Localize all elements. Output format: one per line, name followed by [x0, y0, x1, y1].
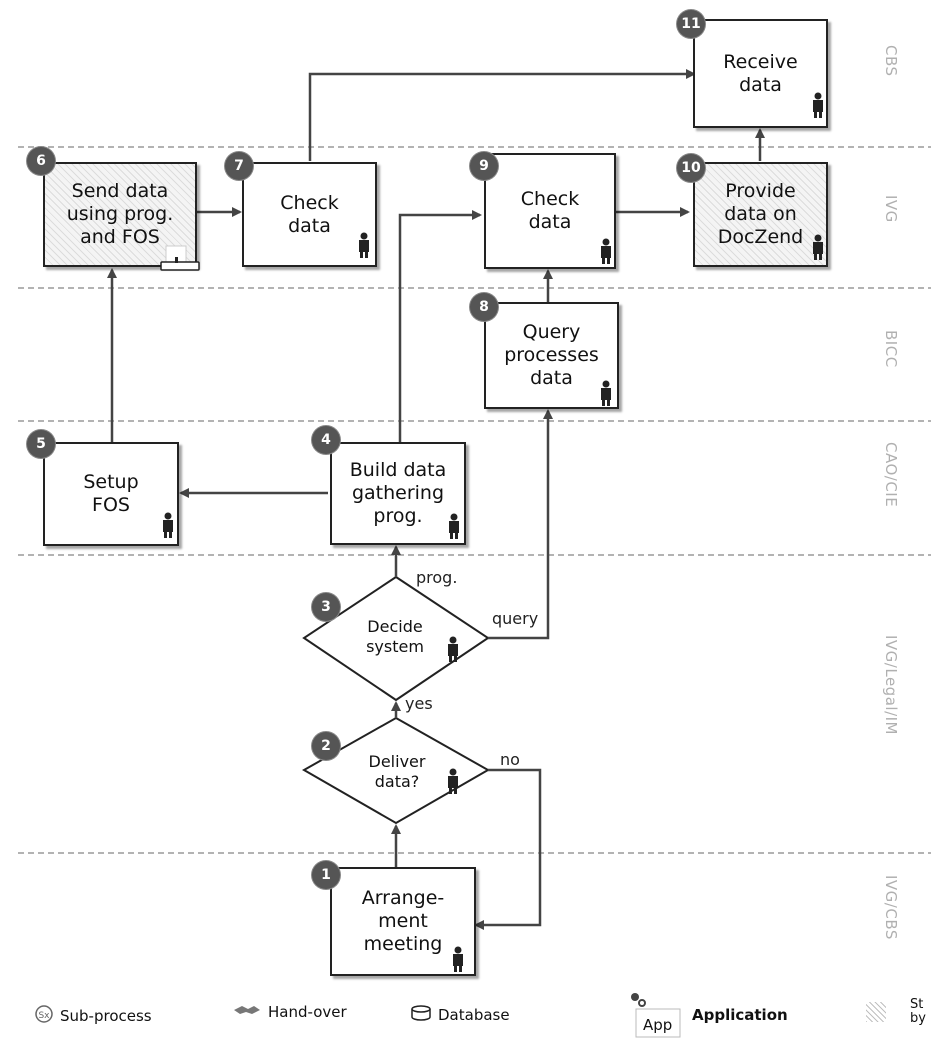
person-icon [600, 380, 612, 406]
node-label: Provide data on DocZend [717, 180, 804, 248]
subprocess-icon: Sx [34, 1004, 54, 1028]
edge-label-query: query [492, 609, 539, 628]
person-icon [448, 513, 460, 539]
node-label: Build data gathering prog. [349, 459, 447, 527]
node-receive-data: Receive data [693, 19, 828, 128]
legend-label: Database [438, 1006, 510, 1024]
node-query-processes-data: Query processes data [484, 302, 619, 409]
step-badge: 7 [225, 152, 253, 180]
node-build-data-gathering: Build data gathering prog. [330, 442, 466, 545]
application-device-icon [160, 244, 200, 272]
step-badge: 6 [27, 147, 55, 175]
step-badge: 4 [312, 426, 340, 454]
legend-label: Hand-over [268, 1003, 347, 1021]
node-check-data-9: Check data [484, 153, 616, 269]
lane-label-cao-cie: CAO/CIE [882, 442, 900, 508]
lane-label-ivg-cbs: IVG/CBS [882, 875, 900, 940]
node-setup-fos: Setup FOS [43, 442, 179, 546]
node-check-data-7: Check data [242, 162, 377, 267]
node-label: Query processes data [504, 321, 599, 389]
edge-label-prog: prog. [416, 568, 458, 587]
svg-text:Sx: Sx [38, 1011, 50, 1021]
node-arrangement-meeting: Arrange- ment meeting [330, 867, 476, 976]
person-icon [358, 232, 370, 258]
legend-application-icon: App [625, 991, 683, 1039]
node-label: Setup FOS [83, 471, 139, 516]
step-badge: 10 [677, 154, 705, 182]
lane-label-cbs: CBS [882, 45, 900, 77]
person-icon [447, 768, 459, 794]
person-icon [162, 512, 174, 538]
step-badge: 3 [312, 593, 340, 621]
node-label: Arrange- ment meeting [361, 887, 445, 955]
edge-label-no: no [500, 750, 520, 769]
person-icon [812, 234, 824, 260]
step-badge: 2 [312, 732, 340, 760]
app-icon-label: App [643, 1016, 673, 1034]
legend-label: Sub-process [60, 1007, 152, 1025]
lane-label-bicc: BICC [882, 330, 900, 368]
database-icon [410, 1005, 432, 1025]
person-icon [812, 92, 824, 118]
person-icon [447, 636, 459, 662]
step-badge: 5 [27, 430, 55, 458]
node-label: Check data [280, 191, 339, 237]
legend-application: Application [692, 1006, 788, 1024]
step-badge: 1 [312, 861, 340, 889]
legend-handover: Hand-over [232, 1002, 347, 1022]
node-label: Check data [520, 188, 580, 233]
node-label: Send data using prog. and FOS [66, 180, 174, 248]
legend-database: Database [410, 1005, 510, 1025]
legend-label: Application [692, 1006, 788, 1024]
legend-stc-label: St by [910, 997, 926, 1026]
edge-label-yes: yes [405, 694, 433, 713]
lane-separators [18, 146, 931, 854]
legend-subprocess: Sx Sub-process [34, 1004, 152, 1028]
decision-label-2: Deliver data? [368, 752, 426, 791]
step-badge: 8 [470, 293, 498, 321]
decision-label-3: Decide system [366, 617, 424, 656]
person-icon [600, 238, 612, 264]
legend-hatch-icon [866, 1002, 886, 1022]
lane-label-ivg-legal-im: IVG/Legal/IM [882, 635, 900, 735]
step-badge: 9 [470, 152, 498, 180]
node-label: Receive data [723, 50, 798, 96]
lane-label-ivg: IVG [882, 195, 900, 223]
step-badge: 11 [677, 10, 705, 38]
node-provide-data-docs: Provide data on DocZend [693, 162, 828, 267]
handshake-icon [232, 1002, 262, 1022]
person-icon [452, 946, 464, 972]
